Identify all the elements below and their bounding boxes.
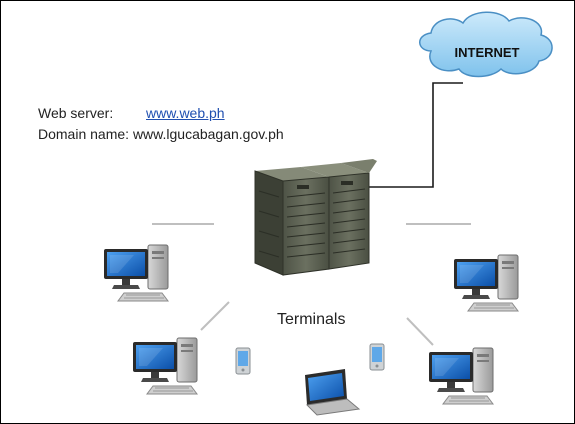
- domain-name-row: Domain name: www.lgucabagan.gov.ph: [38, 126, 284, 142]
- desktop-computer-icon: [453, 254, 519, 312]
- terminals-label: Terminals: [277, 311, 346, 328]
- domain-name-label: Domain name:: [38, 126, 130, 142]
- mobile-phone-icon: [235, 347, 251, 375]
- web-server-row: Web server: www.web.ph: [38, 105, 225, 121]
- desktop-computer-icon: [103, 244, 169, 302]
- internet-link-line: [366, 82, 463, 188]
- laptop-icon: [305, 369, 361, 416]
- connector-line: [406, 317, 434, 346]
- mobile-phone-icon: [369, 343, 385, 371]
- desktop-computer-icon: [428, 347, 494, 405]
- server-rack-icon: [254, 159, 377, 276]
- desktop-computer-icon: [132, 337, 198, 395]
- internet-label: INTERNET: [455, 45, 520, 60]
- cloud-icon: INTERNET: [419, 11, 553, 78]
- web-server-link[interactable]: www.web.ph: [146, 105, 225, 121]
- domain-name-value: www.lgucabagan.gov.ph: [132, 126, 284, 142]
- connector-line: [200, 301, 230, 331]
- web-server-label: Web server:: [38, 105, 114, 121]
